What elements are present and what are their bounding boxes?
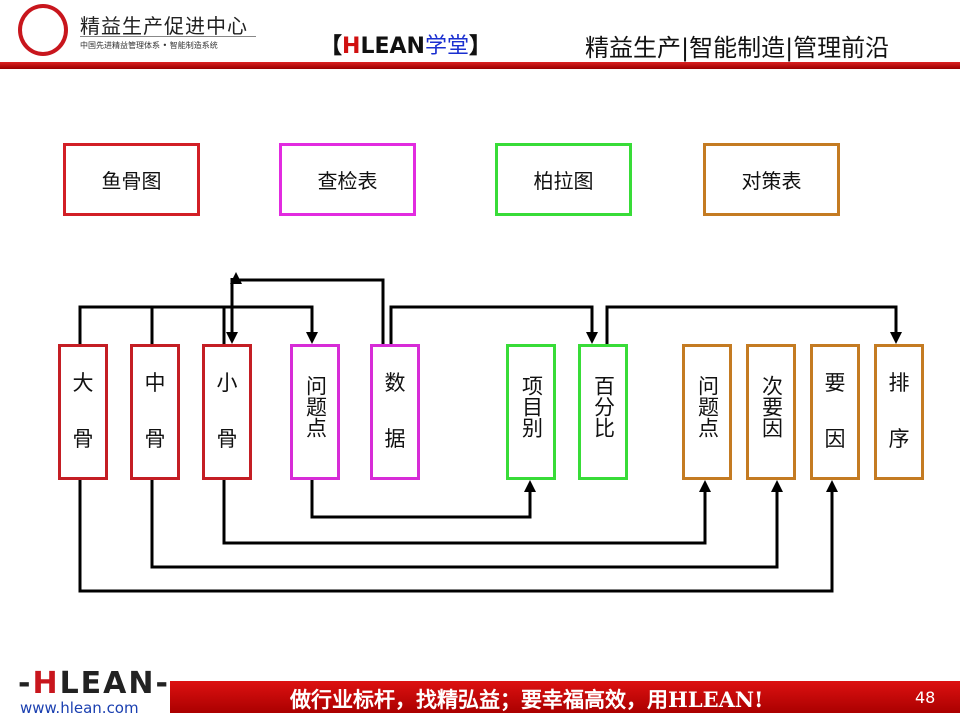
org-subtitle: 中国先进精益管理体系 • 智能制造系统 [80,41,218,50]
connector-small-to-problem [222,480,707,545]
arrowhead-icon [890,332,902,344]
tool-box: 鱼骨图 [63,143,200,216]
tool-box: 柏拉图 [495,143,632,216]
arrowhead-icon [586,332,598,344]
footer-logo: -HLEAN- [18,666,170,701]
arrowhead-icon [699,480,711,492]
arrowhead-icon [826,480,838,492]
step-label: 问题点 [303,375,328,438]
step-label: 百分比 [591,375,616,438]
step-char: 中 [144,371,166,395]
step-box: 小骨 [202,344,252,480]
step-char: 数 [384,371,406,395]
arrowhead-icon [771,480,783,492]
step-char: 骨 [72,427,94,451]
org-name: 精益生产促进中心 [80,14,248,38]
header-slogan: 精益生产|智能制造|管理前沿 [585,34,890,62]
connector-percent-to-sort [605,305,898,344]
brand-cn: 学堂 [424,34,469,59]
step-char: 据 [384,427,406,451]
step-char: 要 [824,371,846,395]
connector-big-to-main [78,480,834,593]
step-label: 项目别 [519,375,544,438]
logo-lean: LEAN [59,666,156,701]
step-box: 问题点 [682,344,732,480]
connector-top [78,305,314,344]
footer-url[interactable]: www.hlean.com [20,699,139,717]
step-box: 百分比 [578,344,628,480]
bracket: 【 [320,34,343,59]
divider [80,36,256,37]
step-char: 因 [824,427,846,451]
step-label: 次要因 [759,375,784,438]
arrowhead-icon [524,480,536,492]
step-box: 数据 [370,344,420,480]
step-box: 中骨 [130,344,180,480]
step-char: 小 [216,371,238,395]
tool-box: 对策表 [703,143,840,216]
footer-bar [170,681,960,713]
connector-data-to-percent [389,305,594,344]
brand-title: 【HLEAN学堂】 [320,28,491,60]
step-char: 骨 [144,427,166,451]
footer-slogan: 做行业标杆，找精弘益；要幸福高效，用HLEAN! [290,687,764,712]
step-box: 问题点 [290,344,340,480]
connector-mid-to-secondary [150,480,779,569]
brand-lean: LEAN [360,34,425,59]
step-char: 排 [888,371,910,395]
connector-problem-to-item [310,480,532,519]
logo-h: H [32,666,60,701]
header-bar [0,62,960,69]
step-char: 骨 [216,427,238,451]
bracket: 】 [468,34,491,59]
step-box: 排序 [874,344,924,480]
connector-data-to-small [230,278,385,344]
step-box: 要因 [810,344,860,480]
arrowhead-icon [226,332,238,344]
tool-box: 查检表 [279,143,416,216]
brand-h: H [342,34,361,59]
page-number: 48 [915,688,936,707]
step-char: 大 [72,371,94,395]
arrowhead-icon [306,332,318,344]
step-char: 序 [888,427,910,451]
arrowhead-icon [230,272,242,284]
step-box: 项目别 [506,344,556,480]
step-box: 次要因 [746,344,796,480]
logo-icon [18,4,68,56]
step-box: 大骨 [58,344,108,480]
step-label: 问题点 [695,375,720,438]
